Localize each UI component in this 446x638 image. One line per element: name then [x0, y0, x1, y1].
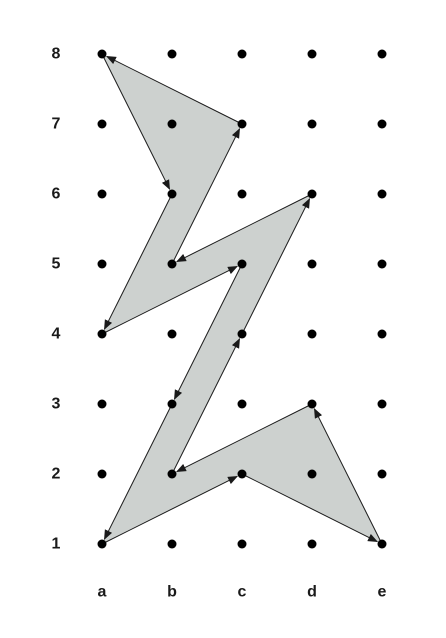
row-label-1: 1 [52, 536, 61, 553]
arrow-a1-to-c2 [101, 476, 238, 545]
grid-dot-c7 [237, 119, 247, 129]
grid-dot-d3 [307, 399, 317, 409]
row-label-7: 7 [52, 116, 61, 133]
grid-dot-a2 [97, 469, 107, 479]
column-label-b: b [167, 584, 177, 601]
grid-dot-a7 [97, 119, 107, 129]
grid-dot-c8 [237, 49, 247, 59]
grid-dot-d1 [307, 539, 317, 549]
grid-dot-a4 [97, 329, 107, 339]
arrow-d6-to-b5 [176, 193, 313, 262]
grid-dot-b8 [167, 49, 177, 59]
grid-dot-d4 [307, 329, 317, 339]
grid-dot-e6 [377, 189, 387, 199]
grid-dot-d8 [307, 49, 317, 59]
arrow-c5-to-b3 [174, 263, 243, 400]
grid-dot-e3 [377, 399, 387, 409]
grid-dot-e2 [377, 469, 387, 479]
grid-dot-e5 [377, 259, 387, 269]
column-label-c: c [238, 584, 247, 601]
row-label-3: 3 [52, 396, 61, 413]
arrow-c4-to-d6 [241, 198, 310, 335]
grid-dot-a6 [97, 189, 107, 199]
arrow-b5-to-c7 [171, 128, 240, 265]
grid-dot-c4 [237, 329, 247, 339]
arrow-a4-to-c5 [101, 266, 238, 335]
grid-dot-b3 [167, 399, 177, 409]
grid-dot-e1 [377, 539, 387, 549]
arrow-a8-to-b6 [101, 53, 170, 190]
row-label-8: 8 [52, 46, 61, 63]
arrow-c2-to-e1 [241, 473, 378, 542]
filled-shape [102, 54, 382, 544]
arrow-e1-to-d3 [314, 408, 383, 545]
grid-dot-c6 [237, 189, 247, 199]
grid-dot-b4 [167, 329, 177, 339]
arrow-c7-to-a8 [106, 56, 243, 125]
grid-dot-a5 [97, 259, 107, 269]
arrow-b6-to-a4 [104, 193, 173, 330]
grid-dot-b6 [167, 189, 177, 199]
grid-dot-e4 [377, 329, 387, 339]
grid-dots [97, 49, 387, 549]
arrow-b3-to-a1 [104, 403, 173, 540]
grid-dot-c5 [237, 259, 247, 269]
grid-dot-c1 [237, 539, 247, 549]
column-label-a: a [98, 584, 107, 601]
row-labels: 1 2 3 4 5 6 7 8 [52, 46, 61, 553]
grid-dot-c3 [237, 399, 247, 409]
row-label-6: 6 [52, 186, 61, 203]
grid-dot-b5 [167, 259, 177, 269]
column-label-d: d [307, 584, 317, 601]
grid-dot-b2 [167, 469, 177, 479]
row-label-4: 4 [52, 326, 61, 343]
grid-dot-e8 [377, 49, 387, 59]
column-labels: a b c d e [98, 584, 387, 601]
grid-dot-a1 [97, 539, 107, 549]
grid-dot-c2 [237, 469, 247, 479]
column-label-e: e [378, 584, 387, 601]
row-label-2: 2 [52, 466, 61, 483]
grid-dot-b1 [167, 539, 177, 549]
grid-dot-d2 [307, 469, 317, 479]
grid-dot-e7 [377, 119, 387, 129]
arrow-b2-to-c4 [171, 338, 240, 475]
arrow-d3-to-b2 [176, 403, 313, 472]
grid-dot-d6 [307, 189, 317, 199]
arrow-edges [101, 53, 383, 545]
grid-dot-d5 [307, 259, 317, 269]
grid-dot-a3 [97, 399, 107, 409]
row-label-5: 5 [52, 256, 61, 273]
grid-dot-a8 [97, 49, 107, 59]
grid-dot-b7 [167, 119, 177, 129]
grid-dot-d7 [307, 119, 317, 129]
